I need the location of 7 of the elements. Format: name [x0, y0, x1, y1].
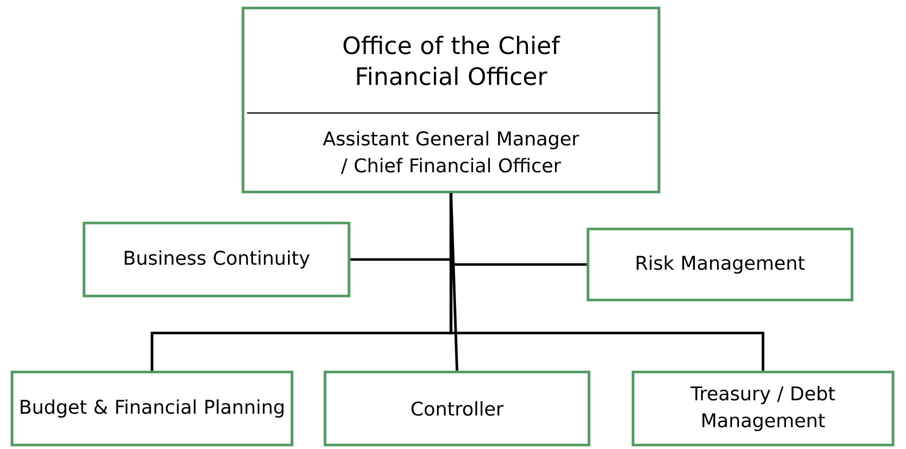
connector-line [450, 193, 764, 371]
unit-box: Treasury / Debt Management [632, 370, 894, 446]
unit-box: Business Continuity [82, 222, 350, 298]
unit-box: Controller [324, 370, 590, 446]
unit-box: Risk Management [586, 228, 854, 302]
unit-box: Budget & Financial Planning [10, 370, 294, 446]
office-box: Office of the Chief Financial Officer Assistant General Manager / Chief Financial Officer [242, 6, 660, 194]
